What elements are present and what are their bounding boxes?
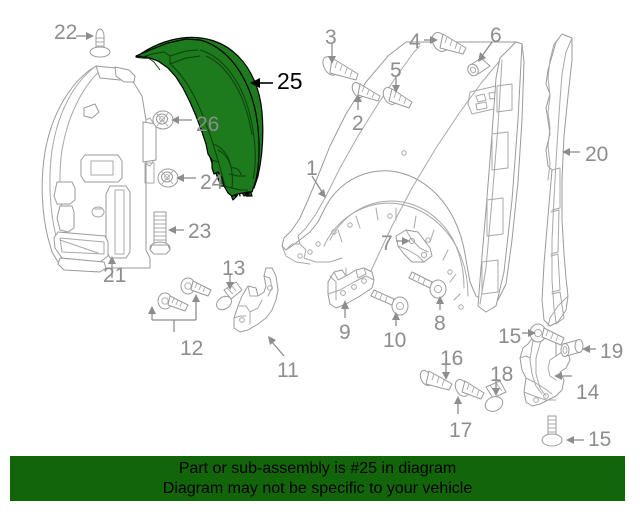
callout-2: 2 bbox=[352, 112, 364, 135]
callout-3: 3 bbox=[325, 26, 337, 49]
notice-line-secondary: Diagram may not be specific to your vehi… bbox=[162, 479, 473, 497]
callout-12: 12 bbox=[180, 337, 204, 360]
callout-16: 16 bbox=[440, 347, 464, 370]
callout-4: 4 bbox=[409, 30, 421, 53]
fastener-8-bolt bbox=[408, 271, 447, 299]
fastener-3-bolt bbox=[322, 56, 359, 81]
callout-24: 24 bbox=[200, 171, 224, 194]
fastener-16-bolt bbox=[419, 369, 453, 391]
fastener-6-bushing bbox=[467, 57, 491, 77]
callout-22: 22 bbox=[54, 21, 78, 44]
part-11-bracket bbox=[233, 267, 279, 333]
callout-23: 23 bbox=[188, 220, 212, 243]
fastener-18-bolt bbox=[484, 380, 507, 412]
fastener-15-top-bolt bbox=[529, 323, 565, 346]
fastener-2-bolt bbox=[351, 82, 381, 102]
leader-lines bbox=[76, 32, 596, 444]
fastener-22-clip bbox=[89, 28, 111, 58]
callout-10: 10 bbox=[383, 329, 407, 352]
part-7-bracket bbox=[395, 229, 433, 263]
callout-20: 20 bbox=[585, 143, 609, 166]
callout-17: 17 bbox=[449, 419, 473, 442]
callout-21: 21 bbox=[103, 264, 127, 287]
callout-15-top: 15 bbox=[498, 325, 522, 348]
callout-1: 1 bbox=[306, 157, 318, 180]
callout-15-bottom: 15 bbox=[588, 428, 612, 451]
fastener-4-bolt bbox=[431, 32, 467, 55]
callout-19: 19 bbox=[600, 340, 624, 363]
fastener-15-bottom-bolt bbox=[541, 415, 563, 447]
callout-5: 5 bbox=[390, 59, 402, 82]
fastener-17-bolt bbox=[454, 379, 485, 400]
callout-13: 13 bbox=[222, 257, 246, 280]
part-9-bracket bbox=[327, 267, 375, 309]
callout-6: 6 bbox=[490, 24, 502, 47]
fastener-24-nut bbox=[157, 168, 179, 188]
callout-25-highlighted-part: 25 bbox=[277, 68, 303, 94]
fastener-19-bushing bbox=[560, 339, 584, 357]
fastener-26-nut bbox=[152, 110, 174, 130]
callout-14: 14 bbox=[576, 381, 600, 404]
fastener-5-bolt bbox=[382, 87, 413, 109]
callout-18: 18 bbox=[490, 363, 514, 386]
part-20-fender-reinforcement bbox=[541, 33, 573, 327]
part-1-front-fender-panel bbox=[281, 41, 525, 313]
fastener-12-bolts bbox=[157, 277, 212, 312]
fastener-23-bolt bbox=[149, 211, 171, 255]
fastener-10-bolt bbox=[370, 289, 409, 316]
callout-7: 7 bbox=[381, 232, 393, 255]
notice-banner: Part or sub-assembly is #25 in diagram D… bbox=[10, 456, 625, 501]
callout-9: 9 bbox=[339, 321, 351, 344]
callout-26: 26 bbox=[196, 113, 220, 136]
part-21-fender-liner bbox=[41, 65, 157, 273]
callout-8: 8 bbox=[434, 312, 446, 335]
part-25-wheel-arch-liner-highlighted bbox=[135, 36, 264, 201]
notice-line-primary: Part or sub-assembly is #25 in diagram bbox=[178, 459, 457, 477]
callout-11: 11 bbox=[277, 359, 299, 382]
